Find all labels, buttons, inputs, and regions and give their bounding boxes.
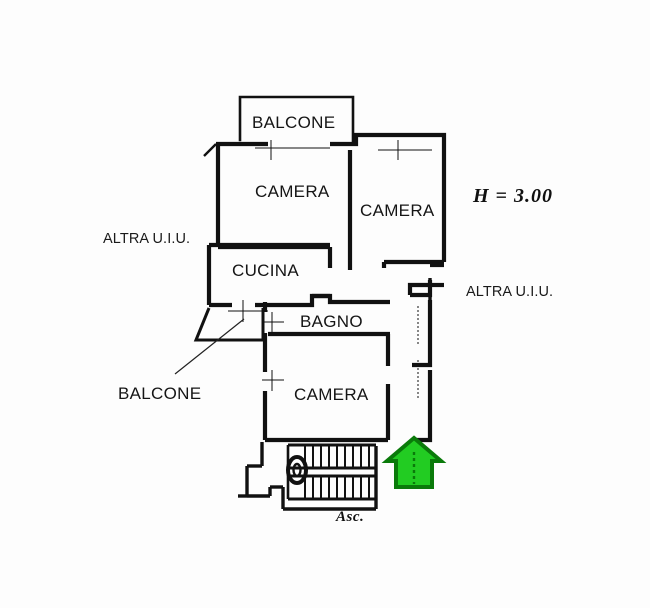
balcony-left-outline xyxy=(193,307,265,342)
balcone-leader-line xyxy=(174,318,245,375)
label-ascensore: Asc. xyxy=(336,509,365,525)
stair-treads-lower xyxy=(304,476,370,498)
balcony-top-outline xyxy=(238,95,355,144)
room-label-cucina: CUCINA xyxy=(232,261,299,280)
right-outer-wall xyxy=(407,262,444,443)
camera-bottom-walls xyxy=(265,334,391,443)
label-altra-uiu-right: ALTRA U.I.U. xyxy=(466,284,554,300)
label-altra-uiu-left: ALTRA U.I.U. xyxy=(103,231,191,247)
entrance-arrow xyxy=(381,435,447,489)
room-label-camera-right: CAMERA xyxy=(360,201,435,220)
room-label-camera-top: CAMERA xyxy=(255,182,330,201)
label-balcone-callout: BALCONE xyxy=(118,384,202,403)
bagno-corridor-walls xyxy=(262,293,390,440)
elevator-shaft-icon xyxy=(286,455,308,485)
staircase xyxy=(238,442,378,511)
room-label-camera-bottom: CAMERA xyxy=(294,385,369,404)
axis-lines xyxy=(228,140,432,400)
room-label-bagno: BAGNO xyxy=(300,312,363,331)
room-label-balcone-top: BALCONE xyxy=(252,113,336,132)
stair-treads-upper xyxy=(304,446,370,468)
label-ceiling-height: H = 3.00 xyxy=(473,185,553,207)
